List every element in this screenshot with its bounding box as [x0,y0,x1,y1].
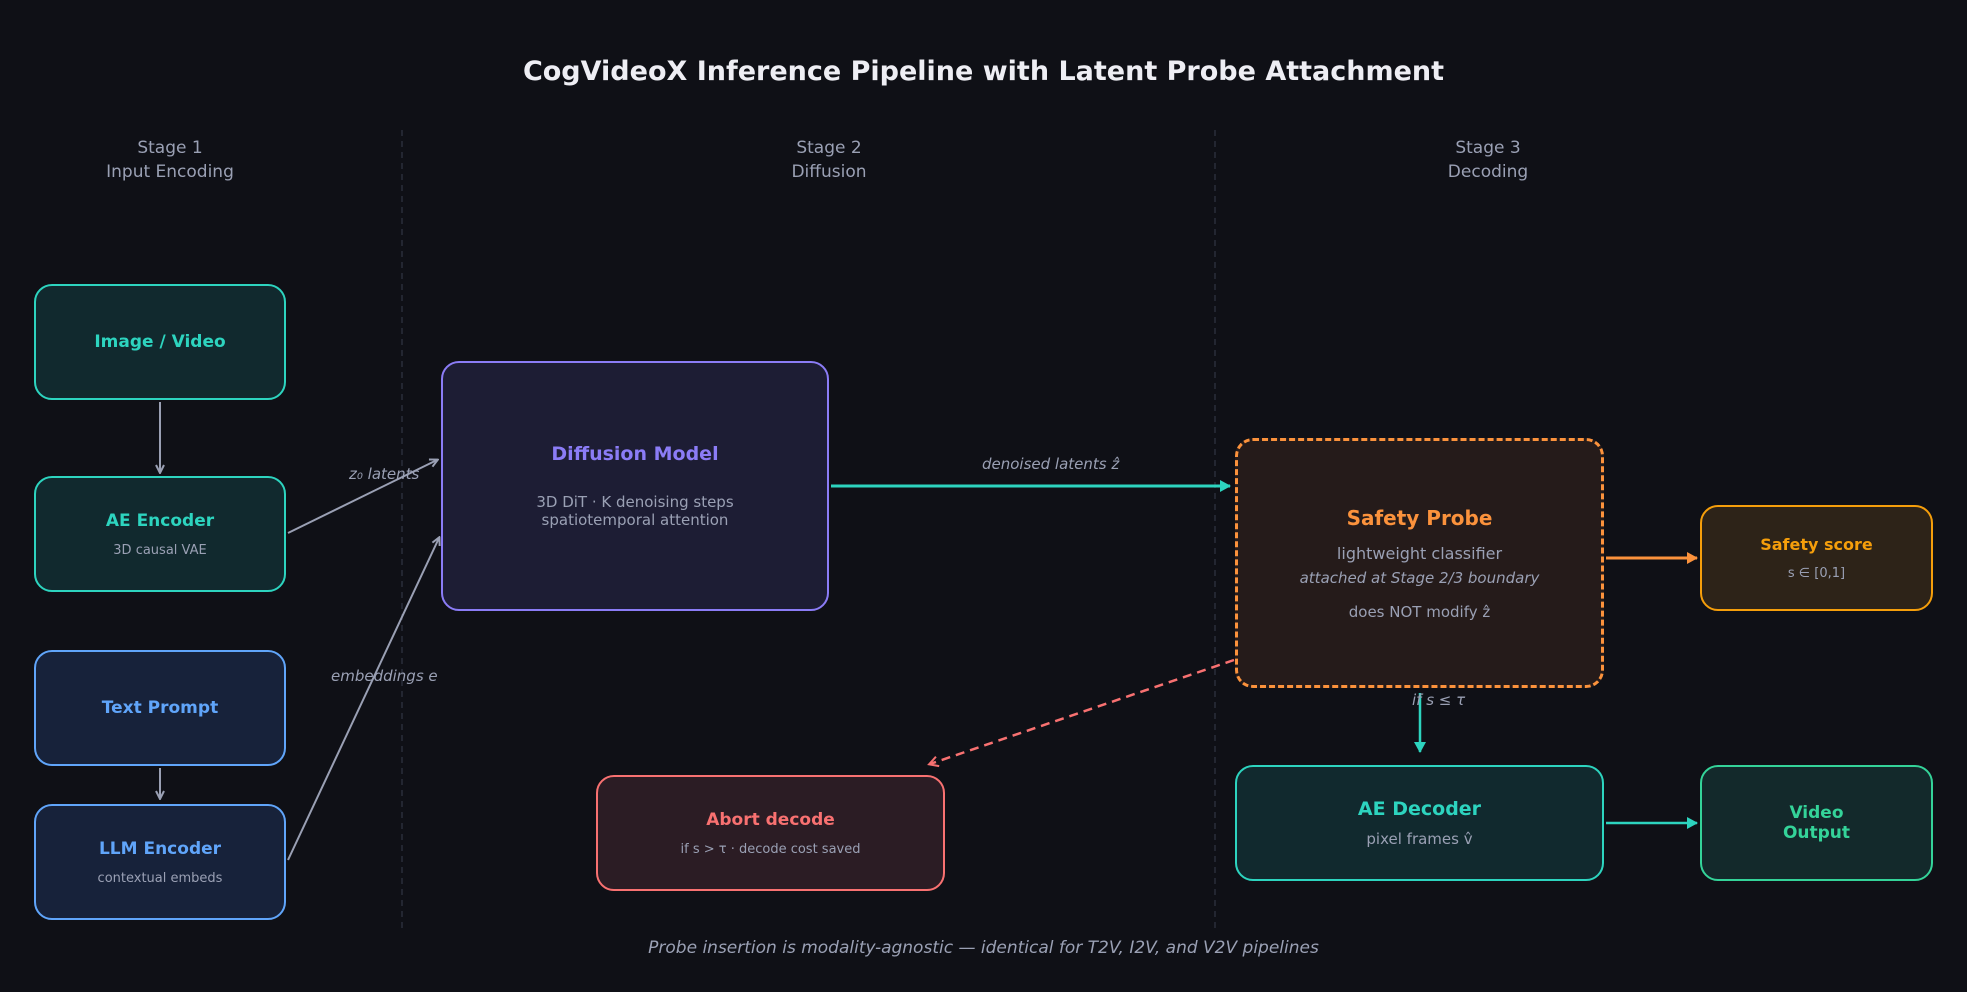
safety-probe-title: Safety Probe [1346,505,1493,530]
llm-encoder-subtitle: contextual embeds [97,870,223,886]
stage-1-number: Stage 1 [137,138,203,158]
llm-encoder-title: LLM Encoder [98,838,222,859]
ae-decoder-subtitle: pixel frames v̂ [1366,830,1473,848]
ae-encoder-subtitle: 3D causal VAE [113,542,207,558]
diffusion-model-title: Diffusion Model [551,443,719,465]
text-prompt-node: Text Prompt [34,650,286,766]
abort-decode-node: Abort decode if s > τ · decode cost save… [596,775,945,891]
text-prompt-title: Text Prompt [101,698,219,718]
safety-probe-detail-3: does NOT modify ẑ [1348,602,1491,621]
stage-2-name: Diffusion [791,162,867,182]
embeddings-label: embeddings e [331,667,438,685]
z0-latents-label: z₀ latents [349,465,420,483]
abort-decode-title: Abort decode [706,809,835,830]
footer-note: Probe insertion is modality-agnostic — i… [648,938,1319,958]
stage-2-header: Stage 2 Diffusion [699,136,959,184]
stage-1-header: Stage 1 Input Encoding [40,136,300,184]
safety-probe-node: Safety Probe lightweight classifier atta… [1235,438,1604,688]
abort-decode-subtitle: if s > τ · decode cost saved [680,841,861,857]
ae-decoder-title: AE Decoder [1357,798,1482,820]
image-video-node: Image / Video [34,284,286,400]
arrow-probe-to-abort [930,658,1235,764]
safety-score-range: s ∈ [0,1] [1787,566,1846,581]
stage-3-number: Stage 3 [1455,138,1521,158]
llm-encoder-node: LLM Encoder contextual embeds [34,804,286,920]
stage-2-number: Stage 2 [796,138,862,158]
arrow-encoder-to-diffusion [287,460,437,534]
diffusion-model-node: Diffusion Model 3D DiT · K denoising ste… [441,361,829,611]
video-output-node: Video Output [1700,765,1933,881]
video-output-line-1: Video [1789,803,1844,823]
ae-decoder-node: AE Decoder pixel frames v̂ [1235,765,1604,881]
stage-1-name: Input Encoding [106,162,234,182]
stage-3-header: Stage 3 Decoding [1358,136,1618,184]
diffusion-model-detail-2: spatiotemporal attention [541,511,729,529]
arrow-llm-to-diffusion [287,538,439,861]
safety-probe-detail-2: attached at Stage 2/3 boundary [1299,568,1540,587]
denoised-latents-label: denoised latents ẑ [982,455,1120,473]
safety-probe-detail-1: lightweight classifier [1336,543,1503,563]
video-output-line-2: Output [1782,823,1851,843]
safety-score-title: Safety score [1760,535,1873,554]
ae-encoder-title: AE Encoder [105,510,215,531]
image-video-title: Image / Video [94,332,226,352]
threshold-label: if s ≤ τ [1412,691,1466,709]
safety-score-node: Safety score s ∈ [0,1] [1700,505,1933,611]
ae-encoder-node: AE Encoder 3D causal VAE [34,476,286,592]
diagram-title: CogVideoX Inference Pipeline with Latent… [522,56,1445,87]
diffusion-model-detail-1: 3D DiT · K denoising steps [536,493,734,511]
stage-3-name: Decoding [1447,162,1529,182]
